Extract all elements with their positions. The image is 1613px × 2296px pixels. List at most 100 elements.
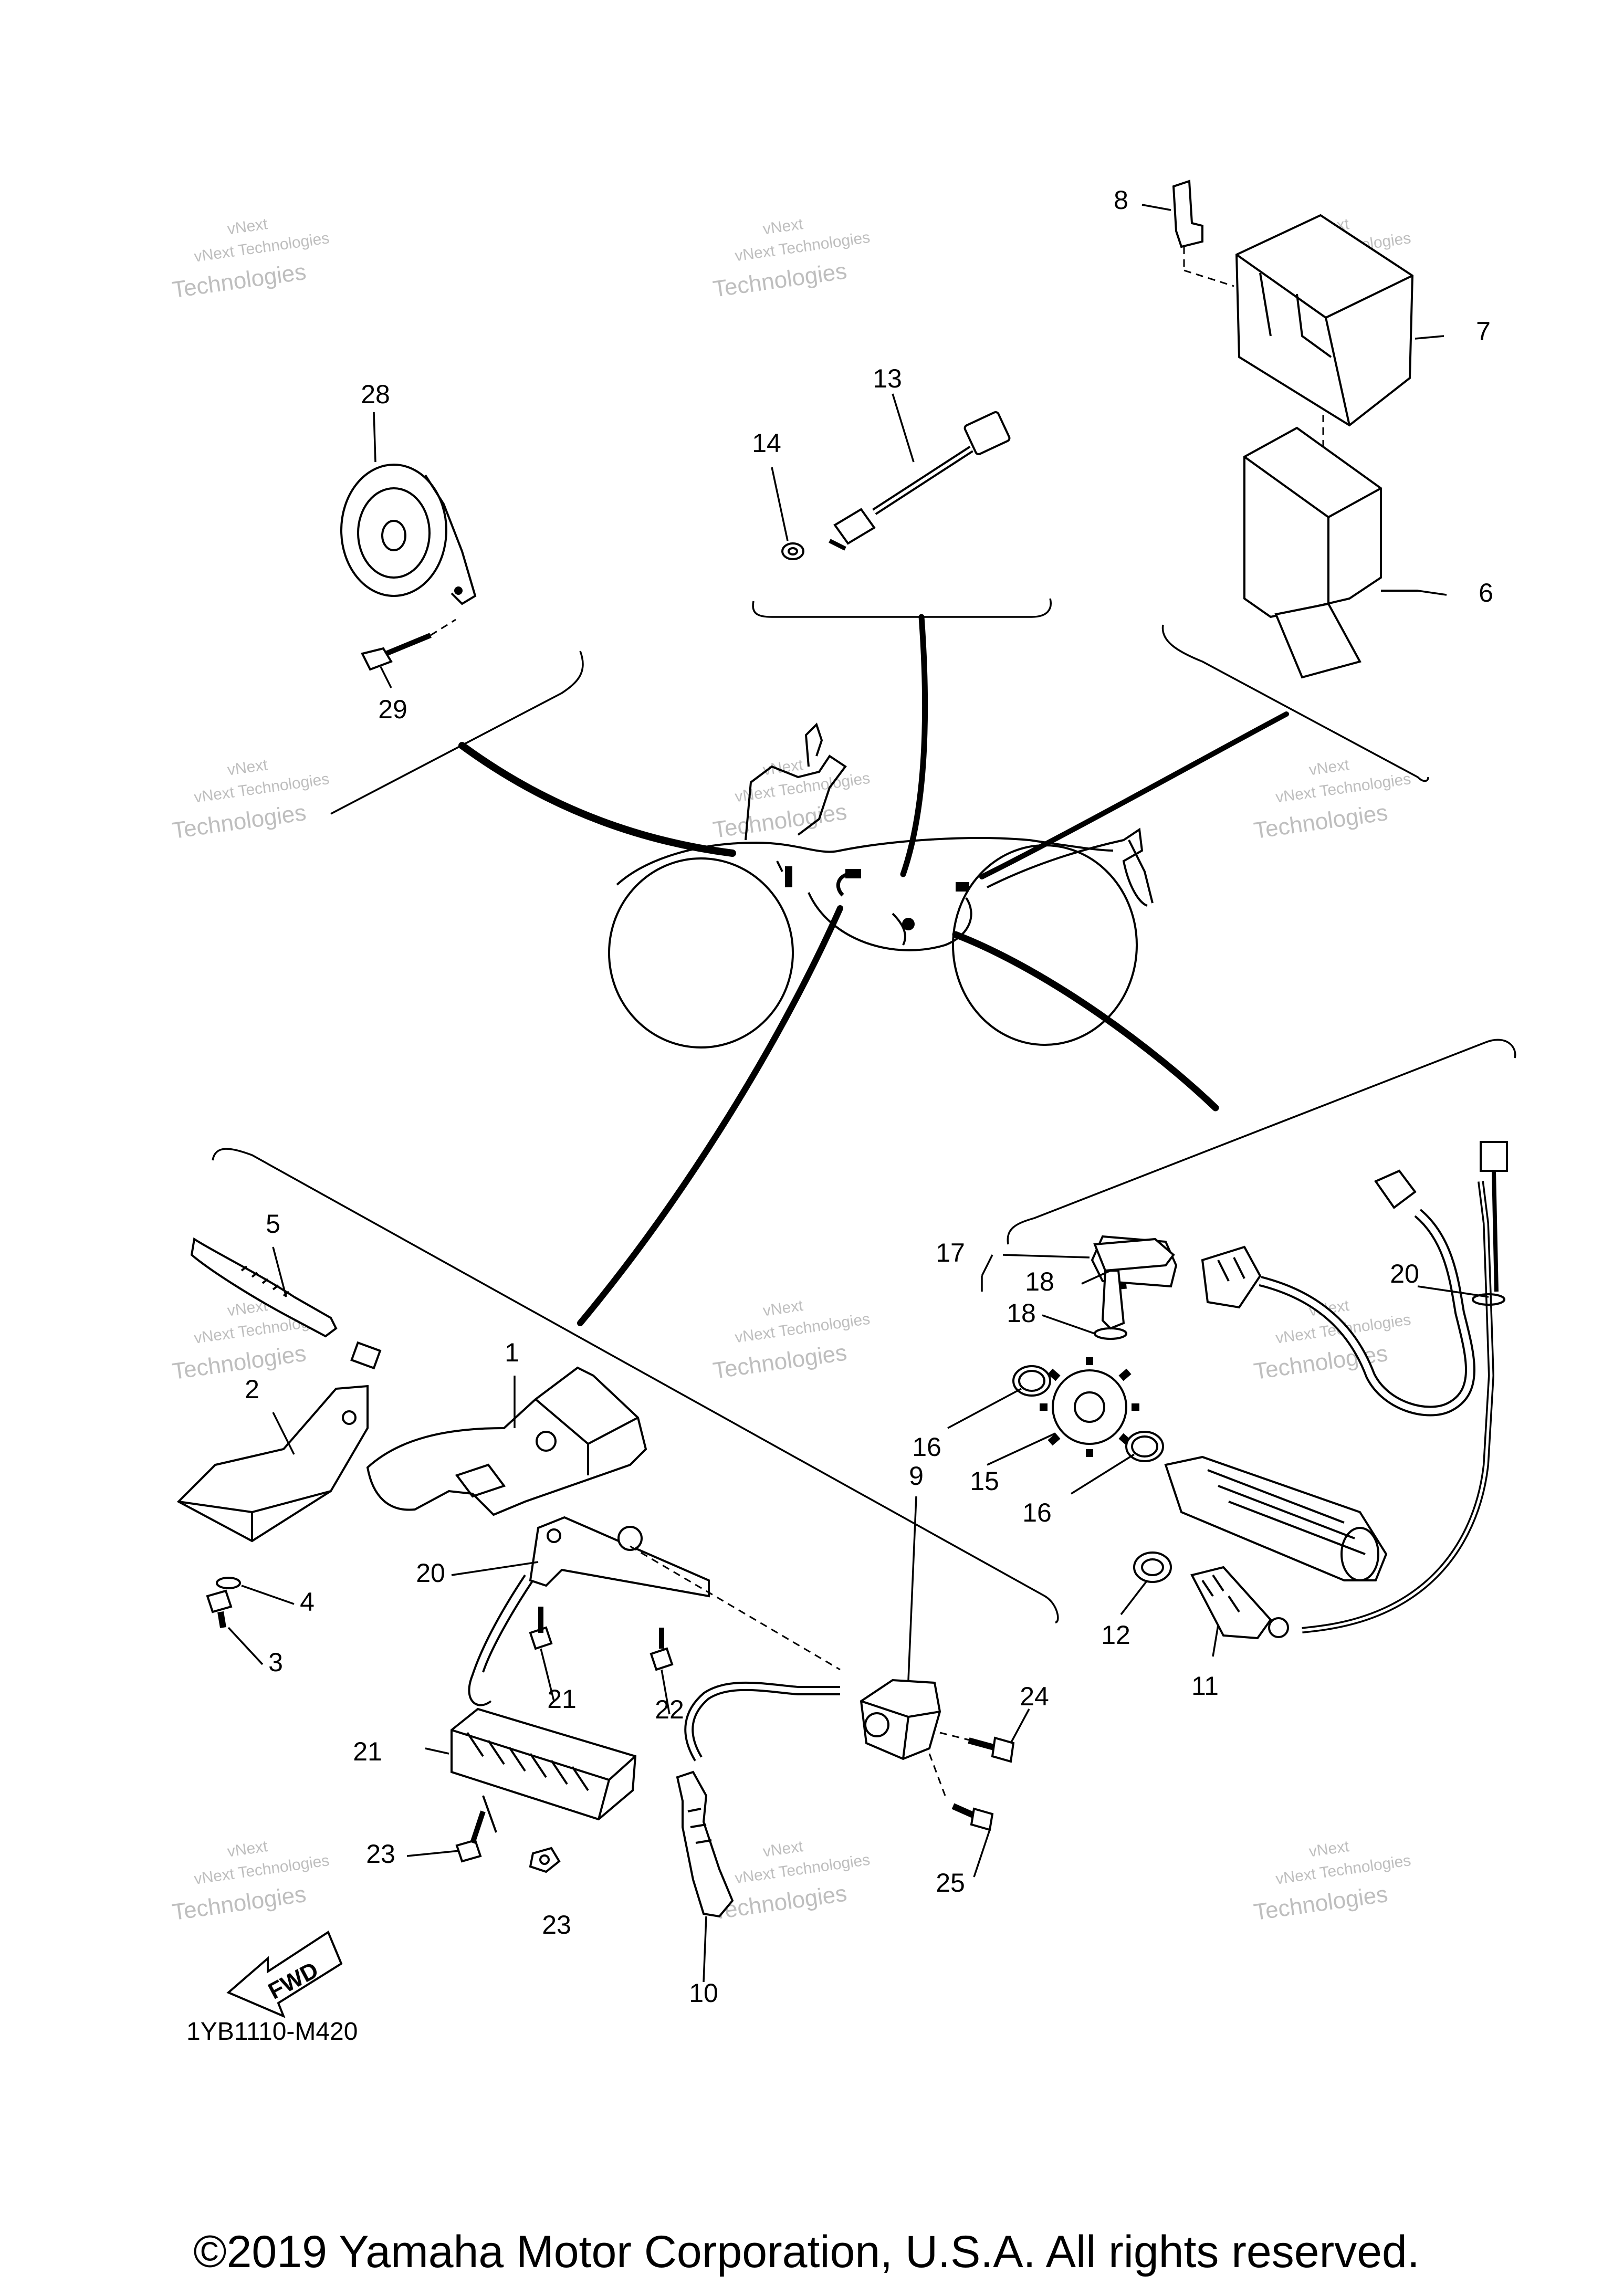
svg-text:Technologies: Technologies (1252, 800, 1389, 844)
cable-tie-part-5 (190, 1237, 382, 1370)
copyright-notice: ©2019 Yamaha Motor Corporation, U.S.A. A… (193, 2227, 1420, 2277)
svg-text:Technologies: Technologies (171, 1881, 308, 1925)
regulator-part-21 (451, 1707, 637, 1833)
svg-text:vNext: vNext (1308, 1838, 1350, 1860)
o-ring-part-18 (1094, 1327, 1127, 1340)
callout-14: 14 (752, 428, 781, 458)
callout-5: 5 (266, 1209, 280, 1239)
spark-plug-cap-part-10 (676, 1770, 734, 1918)
callout-24: 23 (366, 1839, 395, 1869)
callout-15: 15 (970, 1466, 999, 1496)
svg-text:vNext: vNext (1308, 756, 1350, 779)
connector-line-lower-left (577, 905, 843, 1326)
bracket-horn-group (330, 651, 584, 815)
callout-7: 7 (1476, 317, 1491, 346)
callout-19: 18 (1025, 1267, 1054, 1296)
svg-text:vNext Technologies: vNext Technologies (1275, 1852, 1412, 1888)
callout-23-left: 21 (547, 1684, 577, 1714)
callout-10: 10 (689, 1978, 718, 2008)
callout-13: 13 (873, 364, 902, 393)
cover-part-1 (366, 1366, 647, 1516)
watermark-mid-left: vNext vNext Technologies Technologies (171, 756, 331, 844)
callout-21: 21 (353, 1737, 382, 1766)
svg-text:vNext: vNext (762, 215, 804, 238)
watermark-lower-center: vNext vNext Technologies Technologies (711, 1297, 871, 1384)
sensor-rotor-part-15 (1040, 1357, 1139, 1457)
bolt-part-3 (206, 1589, 233, 1628)
svg-text:vNext Technologies: vNext Technologies (734, 1851, 871, 1888)
callout-labels: 8 7 6 13 14 28 29 5 2 4 3 1 20 21 22 21 … (245, 185, 1493, 2008)
svg-text:Technologies: Technologies (711, 799, 849, 843)
circlip-part-16-lower (1125, 1431, 1164, 1462)
connector-part-20 (1201, 1141, 1508, 1633)
callout-4: 4 (300, 1587, 315, 1617)
callout-20: 20 (1390, 1259, 1419, 1288)
bolt-part-23-left (529, 1607, 553, 1650)
svg-text:vNext: vNext (226, 756, 269, 779)
ecu-cover-part-7 (1235, 214, 1414, 452)
svg-text:vNext: vNext (226, 1838, 269, 1860)
output-shaft (1164, 1455, 1388, 1581)
svg-text:vNext: vNext (762, 1297, 804, 1319)
sensor-part-13 (829, 411, 1011, 551)
bracket-ecu-group (1161, 624, 1429, 782)
connector-line-sensor-13 (900, 614, 928, 877)
callout-22: 20 (416, 1558, 445, 1588)
connector-line-ecu (979, 711, 1289, 879)
watermark-bottom-right: vNext vNext Technologies Technologies (1252, 1838, 1412, 1925)
callout-16-lower: 16 (1022, 1498, 1052, 1527)
watermark-top-center: vNext vNext Technologies Technologies (711, 215, 871, 302)
callout-25: 23 (542, 1910, 571, 1939)
callout-26: 24 (1020, 1682, 1049, 1711)
horn-part-28 (340, 464, 477, 605)
bracket-part-22 (468, 1516, 841, 1706)
bolt-part-29 (361, 618, 456, 671)
callout-16-upper: 16 (912, 1432, 941, 1462)
callout-27: 25 (936, 1868, 965, 1897)
svg-text:Technologies: Technologies (1252, 1881, 1389, 1925)
washer-part-14 (781, 542, 804, 560)
svg-text:vNext Technologies: vNext Technologies (1275, 770, 1412, 806)
ignition-coil-part-9 (684, 1679, 972, 1796)
svg-text:vNext Technologies: vNext Technologies (193, 770, 331, 806)
bolt-part-24 (455, 1810, 486, 1863)
callout-6: 6 (1479, 578, 1493, 607)
callout-1: 1 (505, 1338, 519, 1367)
callout-12: 12 (1101, 1620, 1130, 1650)
callout-29: 29 (378, 695, 407, 724)
watermark-lower-left: vNext vNext Technologies Technologies (171, 1297, 330, 1385)
svg-text:vNext: vNext (762, 756, 804, 779)
svg-text:vNext Technologies: vNext Technologies (193, 1852, 331, 1888)
watermark-mid-center: vNext vNext Technologies Technologies (711, 756, 871, 843)
neutral-switch-part-11 (1190, 1566, 1289, 1640)
callout-9: 9 (909, 1461, 924, 1491)
watermark-bottom-left: vNext vNext Technologies Technologies (171, 1838, 331, 1925)
bolt-part-26 (968, 1736, 1015, 1763)
svg-text:Technologies: Technologies (171, 259, 308, 303)
fwd-arrow-icon: FWD (226, 1931, 343, 2018)
guard-part-2 (176, 1385, 369, 1543)
diagram-reference-code: 1YB1110-M420 (186, 2018, 358, 2046)
callout-23-right: 22 (655, 1695, 684, 1724)
nut-part-25 (529, 1847, 561, 1873)
bolt-part-27 (951, 1803, 994, 1831)
atv-outline (608, 722, 1154, 1049)
watermark-lower-right: vNext vNext Technologies Technologies (1252, 1297, 1412, 1385)
svg-text:Technologies: Technologies (711, 1339, 849, 1383)
bracket-clip-part-8 (1172, 180, 1234, 287)
svg-text:Technologies: Technologies (711, 258, 849, 302)
callout-18: 18 (1007, 1298, 1036, 1328)
watermark-bottom-center: vNext vNext Technologies Technologies (711, 1838, 871, 1925)
washer-part-4 (216, 1577, 241, 1589)
bolt-part-23-right (650, 1628, 674, 1671)
bracket-lower-left-group (212, 1148, 1059, 1623)
svg-text:Technologies: Technologies (171, 800, 308, 844)
connector-line-horn (458, 742, 736, 857)
callout-3: 3 (268, 1648, 283, 1677)
callout-8: 8 (1114, 185, 1128, 215)
svg-text:vNext Technologies: vNext Technologies (193, 229, 331, 266)
callout-17: 17 (936, 1238, 965, 1267)
callout-2: 2 (245, 1375, 259, 1404)
svg-text:vNext Technologies: vNext Technologies (734, 1310, 871, 1347)
